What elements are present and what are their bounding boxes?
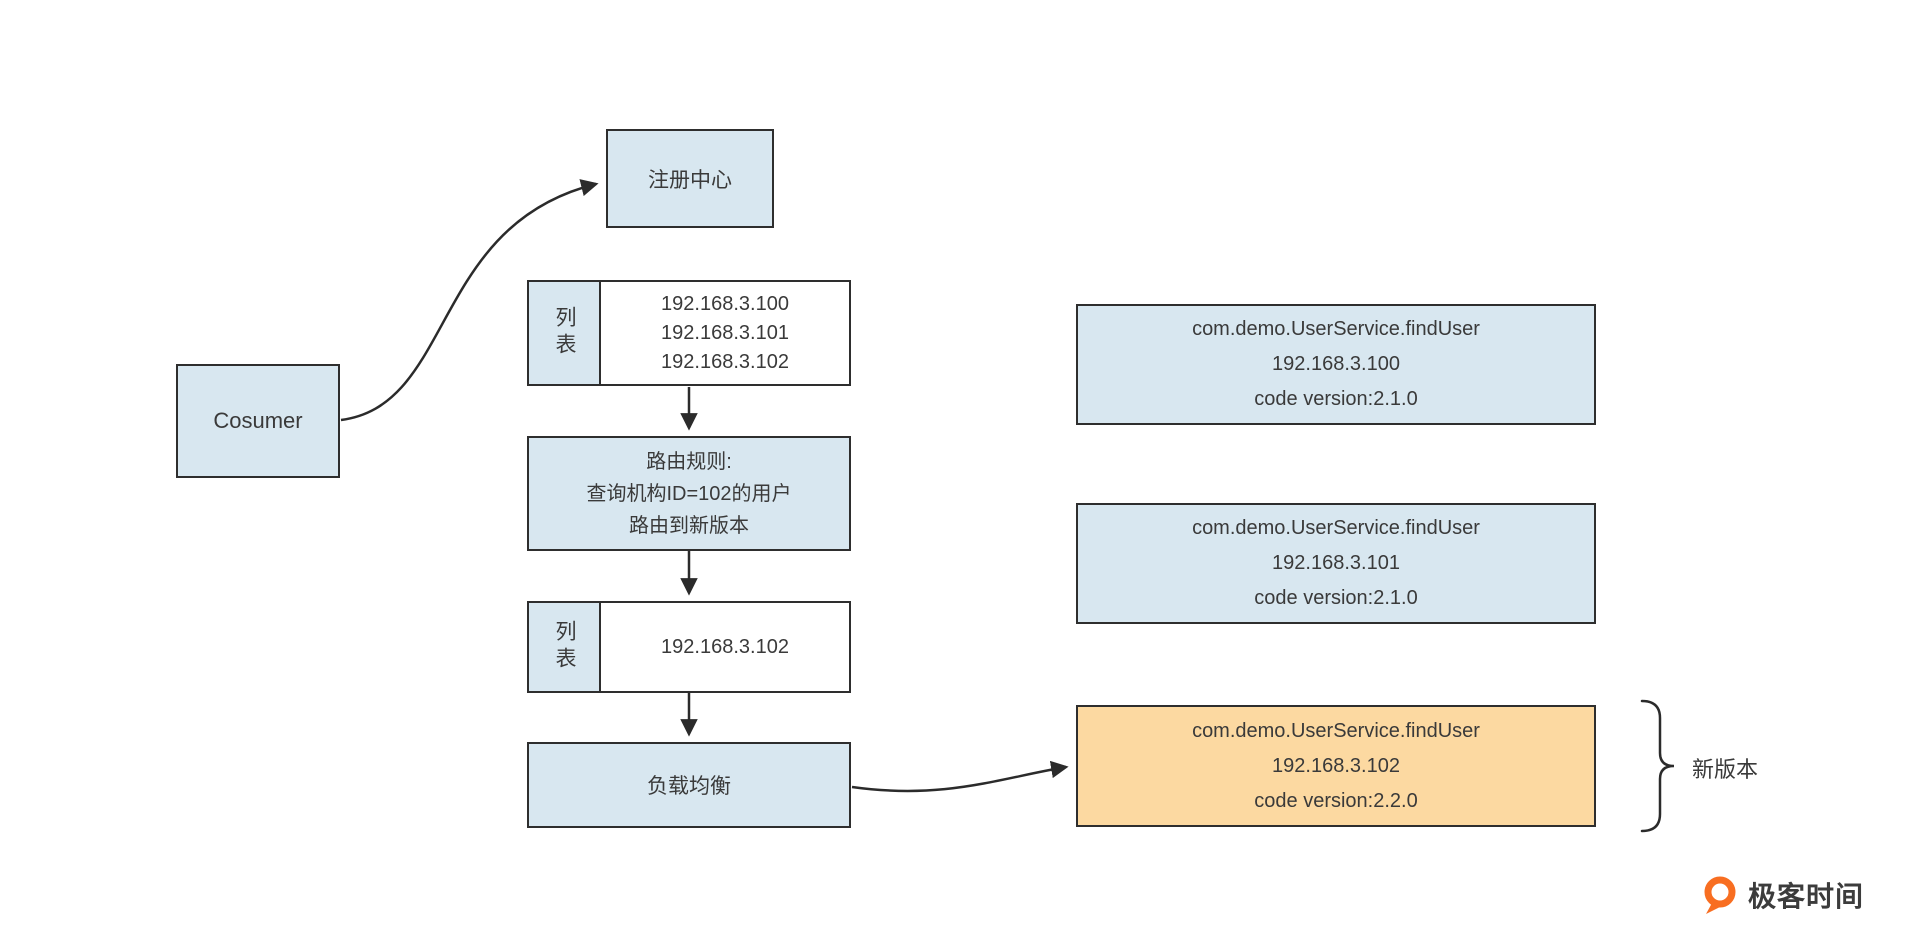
provider-ip: 192.168.3.102 — [1272, 754, 1400, 777]
filtered-list-box: 列表 192.168.3.102 — [527, 601, 851, 693]
new-version-label: 新版本 — [1692, 757, 1759, 782]
geektime-logo-icon — [1704, 876, 1736, 914]
geektime-logo-text: 极客时间 — [1748, 881, 1865, 912]
provider-box-100: com.demo.UserService.findUser 192.168.3.… — [1076, 304, 1596, 425]
provider-list-tag-label: 列表 — [553, 306, 576, 360]
load-balancer-box: 负载均衡 — [527, 742, 851, 828]
new-version-brace — [1640, 699, 1675, 833]
filtered-list-tag-label: 列表 — [553, 620, 576, 674]
provider-list-box: 列表 192.168.3.100 192.168.3.101 192.168.3… — [527, 280, 851, 386]
provider-list-body: 192.168.3.100 192.168.3.101 192.168.3.10… — [601, 280, 851, 386]
provider-service-name: com.demo.UserService.findUser — [1192, 517, 1480, 539]
lb-to-provider-arrow — [851, 760, 1069, 793]
filtered-list-ip: 192.168.3.102 — [661, 635, 789, 658]
registry-label: 注册中心 — [648, 168, 732, 192]
geektime-logo: 极客时间 — [1700, 874, 1864, 916]
route-rules-title: 路由规则: — [646, 450, 732, 473]
provider-ip: 192.168.3.100 — [1272, 353, 1400, 375]
route-rules-action: 路由到新版本 — [629, 514, 749, 537]
filtered-list-tag: 列表 — [527, 601, 601, 693]
provider-code-version: code version:2.2.0 — [1254, 789, 1418, 812]
provider-box-101: com.demo.UserService.findUser 192.168.3.… — [1076, 503, 1596, 624]
provider-list-tag: 列表 — [527, 280, 601, 386]
route-rules-condition: 查询机构ID=102的用户 — [586, 482, 792, 505]
provider-list-ip: 192.168.3.101 — [661, 321, 789, 344]
provider-code-version: code version:2.1.0 — [1254, 388, 1418, 410]
provider-list-ip: 192.168.3.102 — [661, 350, 789, 373]
provider-code-version: code version:2.1.0 — [1254, 587, 1418, 609]
registry-box: 注册中心 — [606, 129, 774, 228]
provider-service-name: com.demo.UserService.findUser — [1192, 719, 1480, 742]
filtered-list-body: 192.168.3.102 — [601, 601, 851, 693]
consumer-box: Cosumer — [176, 364, 340, 478]
provider-service-name: com.demo.UserService.findUser — [1192, 318, 1480, 340]
provider-list-ip: 192.168.3.100 — [661, 292, 789, 315]
consumer-label: Cosumer — [213, 408, 303, 433]
load-balancer-label: 负载均衡 — [647, 775, 731, 798]
route-rules-box: 路由规则: 查询机构ID=102的用户 路由到新版本 — [527, 436, 851, 551]
provider-box-102-new-version: com.demo.UserService.findUser 192.168.3.… — [1076, 705, 1596, 827]
provider-ip: 192.168.3.101 — [1272, 552, 1400, 574]
